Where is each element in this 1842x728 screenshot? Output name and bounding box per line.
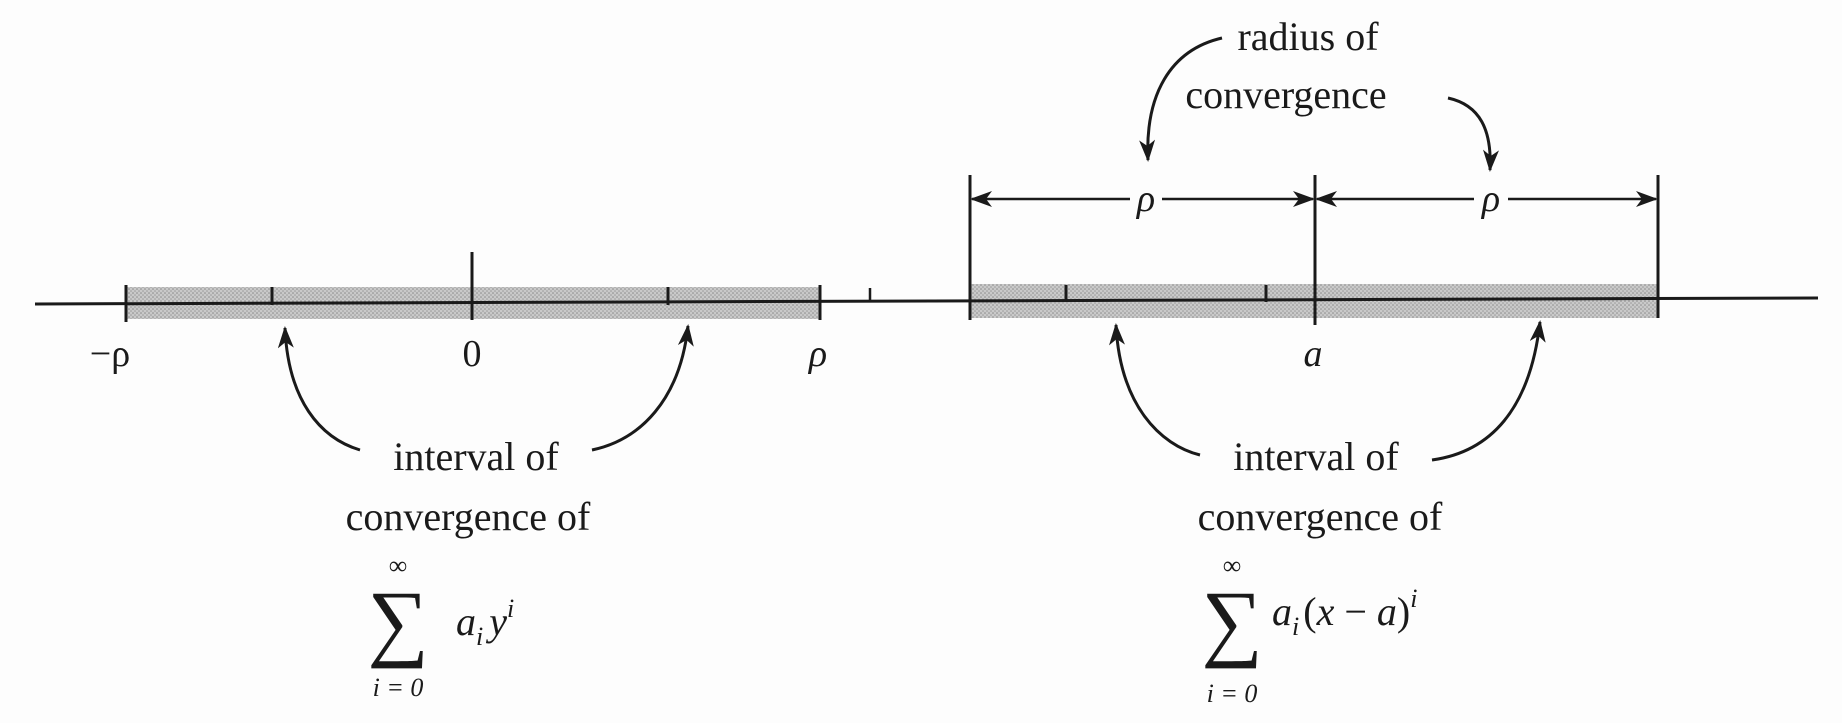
label-a: a (1304, 333, 1323, 375)
left-sum-sign: ∑ (367, 573, 428, 669)
left-curved-arrow-1 (277, 326, 361, 452)
right-curved-arrow-2 (1431, 320, 1546, 462)
right-caption-line1: interval of (1233, 434, 1399, 479)
left-sum-upper: ∞ (389, 551, 408, 580)
right-caption-line2: convergence of (1198, 494, 1443, 539)
right-sum-sign: ∑ (1201, 573, 1262, 669)
label-rho: ρ (808, 333, 827, 375)
left-curved-arrow-2 (591, 324, 694, 452)
right-sum-lower: i = 0 (1207, 679, 1258, 708)
right-curved-arrow-1 (1109, 323, 1201, 457)
right-sum-upper: ∞ (1223, 551, 1242, 580)
left-caption-line1: interval of (393, 434, 559, 479)
left-caption-line2: convergence of (346, 494, 591, 539)
radius-label-right: ρ (1481, 178, 1500, 220)
label-zero: 0 (463, 333, 482, 375)
radius-label-left: ρ (1136, 178, 1155, 220)
left-sum-lower: i = 0 (373, 673, 424, 702)
radius-curved-arrow-right (1447, 96, 1499, 172)
radius-caption-line2: convergence (1185, 72, 1386, 117)
number-line (34, 296, 1819, 306)
radius-curved-arrow-left (1139, 36, 1223, 162)
right-sum-term: ai(x − a)i (1272, 584, 1417, 641)
radius-caption-line1: radius of (1237, 14, 1379, 59)
label-minus-rho: −ρ (90, 333, 130, 375)
